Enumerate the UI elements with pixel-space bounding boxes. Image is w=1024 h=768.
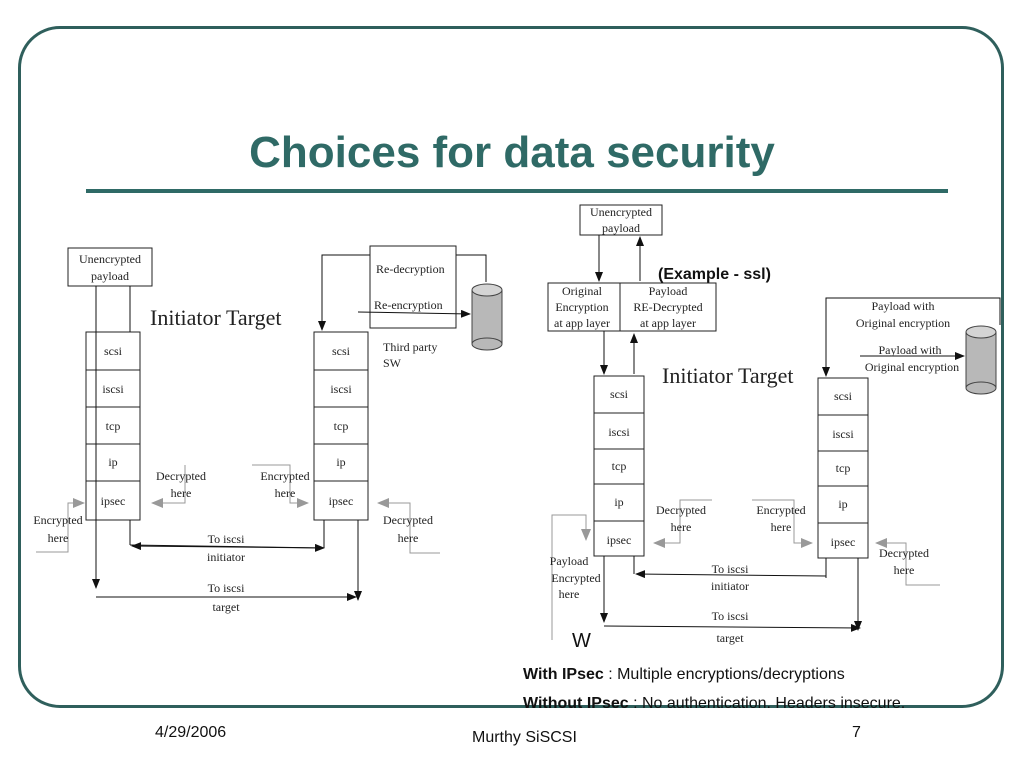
left-tgt-layer-ip: ip <box>336 455 345 469</box>
right-diagram: Unencrypted payload (Example - ssl) Orig… <box>547 204 1001 652</box>
left-target-stack: scsi iscsi tcp ip ipsec <box>313 331 369 521</box>
right-to-target-line1: To iscsi <box>712 609 749 623</box>
slide-frame <box>18 26 1004 708</box>
note-without-ipsec: Without IPsec : No authentication. Heade… <box>523 695 905 713</box>
right-init-layer-tcp: tcp <box>612 459 627 473</box>
right-original-line3: at app layer <box>554 316 610 330</box>
right-payload-with-line2: Original encryption <box>856 316 950 330</box>
right-w-label: W <box>572 630 591 652</box>
right-encrypted-tgt-line1: Encrypted <box>756 503 805 517</box>
right-decrypted-init-line2: here <box>671 520 692 534</box>
right-example-label: (Example - ssl) <box>658 266 771 283</box>
right-payload-encrypted-line3: here <box>559 587 580 601</box>
right-storage-cylinder <box>965 325 997 395</box>
right-payload-box <box>619 282 717 332</box>
right-decrypted-tgt-line1: Decrypted <box>879 546 929 560</box>
right-payload-encrypted-line2: Encrypted <box>551 571 600 585</box>
right-tgt-layer-tcp: tcp <box>836 461 851 475</box>
left-unencrypted-line2: payload <box>91 269 129 283</box>
footer-date: 4/29/2006 <box>155 724 227 741</box>
left-init-layer-ip: ip <box>108 455 117 469</box>
right-tgt-layer-ipsec: ipsec <box>831 535 856 549</box>
right-original-line1: Original <box>562 284 603 298</box>
left-to-initiator-line2: initiator <box>207 550 245 564</box>
left-tgt-layer-tcp: tcp <box>334 419 349 433</box>
left-tgt-layer-ipsec: ipsec <box>329 494 354 508</box>
left-unencrypted-box <box>67 247 153 287</box>
slide-title: Choices for data security <box>249 128 775 177</box>
right-heading: Initiator Target <box>662 363 793 388</box>
left-third-party-line1: Third party <box>383 340 437 354</box>
title-underline <box>86 189 948 193</box>
right-init-layer-iscsi: iscsi <box>608 425 630 439</box>
right-init-layer-ip: ip <box>614 495 623 509</box>
right-decrypted-init-line1: Decrypted <box>656 503 706 517</box>
right-payload-line3: at app layer <box>640 316 696 330</box>
right-target-stack: scsi iscsi tcp ip ipsec <box>817 377 869 559</box>
left-diagram: Unencrypted payload Initiator Target scs… <box>33 245 503 614</box>
right-to-initiator-line1: To iscsi <box>712 562 749 576</box>
right-payload-with2-line1: Payload with <box>879 343 942 357</box>
right-init-layer-ipsec: ipsec <box>607 533 632 547</box>
right-unencrypted-box <box>579 204 663 236</box>
right-encrypted-tgt-line2: here <box>771 520 792 534</box>
left-redecryption: Re-decryption <box>376 262 445 276</box>
right-payload-with2-line2: Original encryption <box>865 360 959 374</box>
left-init-layer-iscsi: iscsi <box>102 382 124 396</box>
left-decrypted-tgt-line1: Decrypted <box>383 513 433 527</box>
left-unencrypted-line1: Unencrypted <box>79 252 141 266</box>
right-tgt-layer-ip: ip <box>838 497 847 511</box>
right-unencrypted-line1: Unencrypted <box>590 205 652 219</box>
right-tgt-layer-iscsi: iscsi <box>832 427 854 441</box>
left-encrypted-init-line1: Encrypted <box>33 513 82 527</box>
right-payload-line2: RE-Decrypted <box>633 300 702 314</box>
right-payload-encrypted-line1: Payload <box>550 554 589 568</box>
left-heading: Initiator Target <box>150 305 281 330</box>
left-reencryption: Re-encryption <box>374 298 443 312</box>
left-third-party-cylinder <box>471 283 503 351</box>
right-payload-line1: Payload <box>649 284 688 298</box>
right-to-target-line2: target <box>716 631 744 645</box>
left-tgt-layer-scsi: scsi <box>332 344 351 358</box>
left-decrypted-init-line2: here <box>171 486 192 500</box>
left-init-layer-scsi: scsi <box>104 344 123 358</box>
left-tgt-layer-iscsi: iscsi <box>330 382 352 396</box>
left-to-target-line1: To iscsi <box>208 581 245 595</box>
footer-author: Murthy SiSCSI <box>472 729 577 746</box>
right-init-layer-scsi: scsi <box>610 387 629 401</box>
left-init-layer-ipsec: ipsec <box>101 494 126 508</box>
left-decrypted-tgt-line2: here <box>398 531 419 545</box>
left-third-party-line2: SW <box>383 356 402 370</box>
left-recrypt-box <box>369 245 457 329</box>
right-tgt-layer-scsi: scsi <box>834 389 853 403</box>
right-original-line2: Encryption <box>555 300 608 314</box>
right-to-initiator-line2: initiator <box>711 579 749 593</box>
note-without-ipsec-label: Without IPsec <box>523 695 629 712</box>
left-encrypted-tgt-line2: here <box>275 486 296 500</box>
left-init-layer-tcp: tcp <box>106 419 121 433</box>
left-to-initiator-line1: To iscsi <box>208 532 245 546</box>
right-decrypted-tgt-line2: here <box>894 563 915 577</box>
note-with-ipsec-text: : Multiple encryptions/decryptions <box>603 666 845 683</box>
footer-page-number: 7 <box>852 724 861 741</box>
note-with-ipsec-label: With IPsec <box>523 666 604 683</box>
left-initiator-stack: scsi iscsi tcp ip ipsec <box>85 331 141 521</box>
left-encrypted-tgt-line1: Encrypted <box>260 469 309 483</box>
right-payload-with-line1: Payload with <box>872 299 935 313</box>
left-decrypted-init-line1: Decrypted <box>156 469 206 483</box>
left-to-target-line2: target <box>212 600 240 614</box>
note-without-ipsec-text: : No authentication. Headers insecure. <box>628 695 906 712</box>
right-initiator-stack: scsi iscsi tcp ip ipsec <box>593 375 645 557</box>
right-original-box <box>547 282 621 332</box>
note-with-ipsec: With IPsec : Multiple encryptions/decryp… <box>523 666 845 684</box>
right-unencrypted-line2: payload <box>602 221 640 235</box>
left-encrypted-init-line2: here <box>48 531 69 545</box>
